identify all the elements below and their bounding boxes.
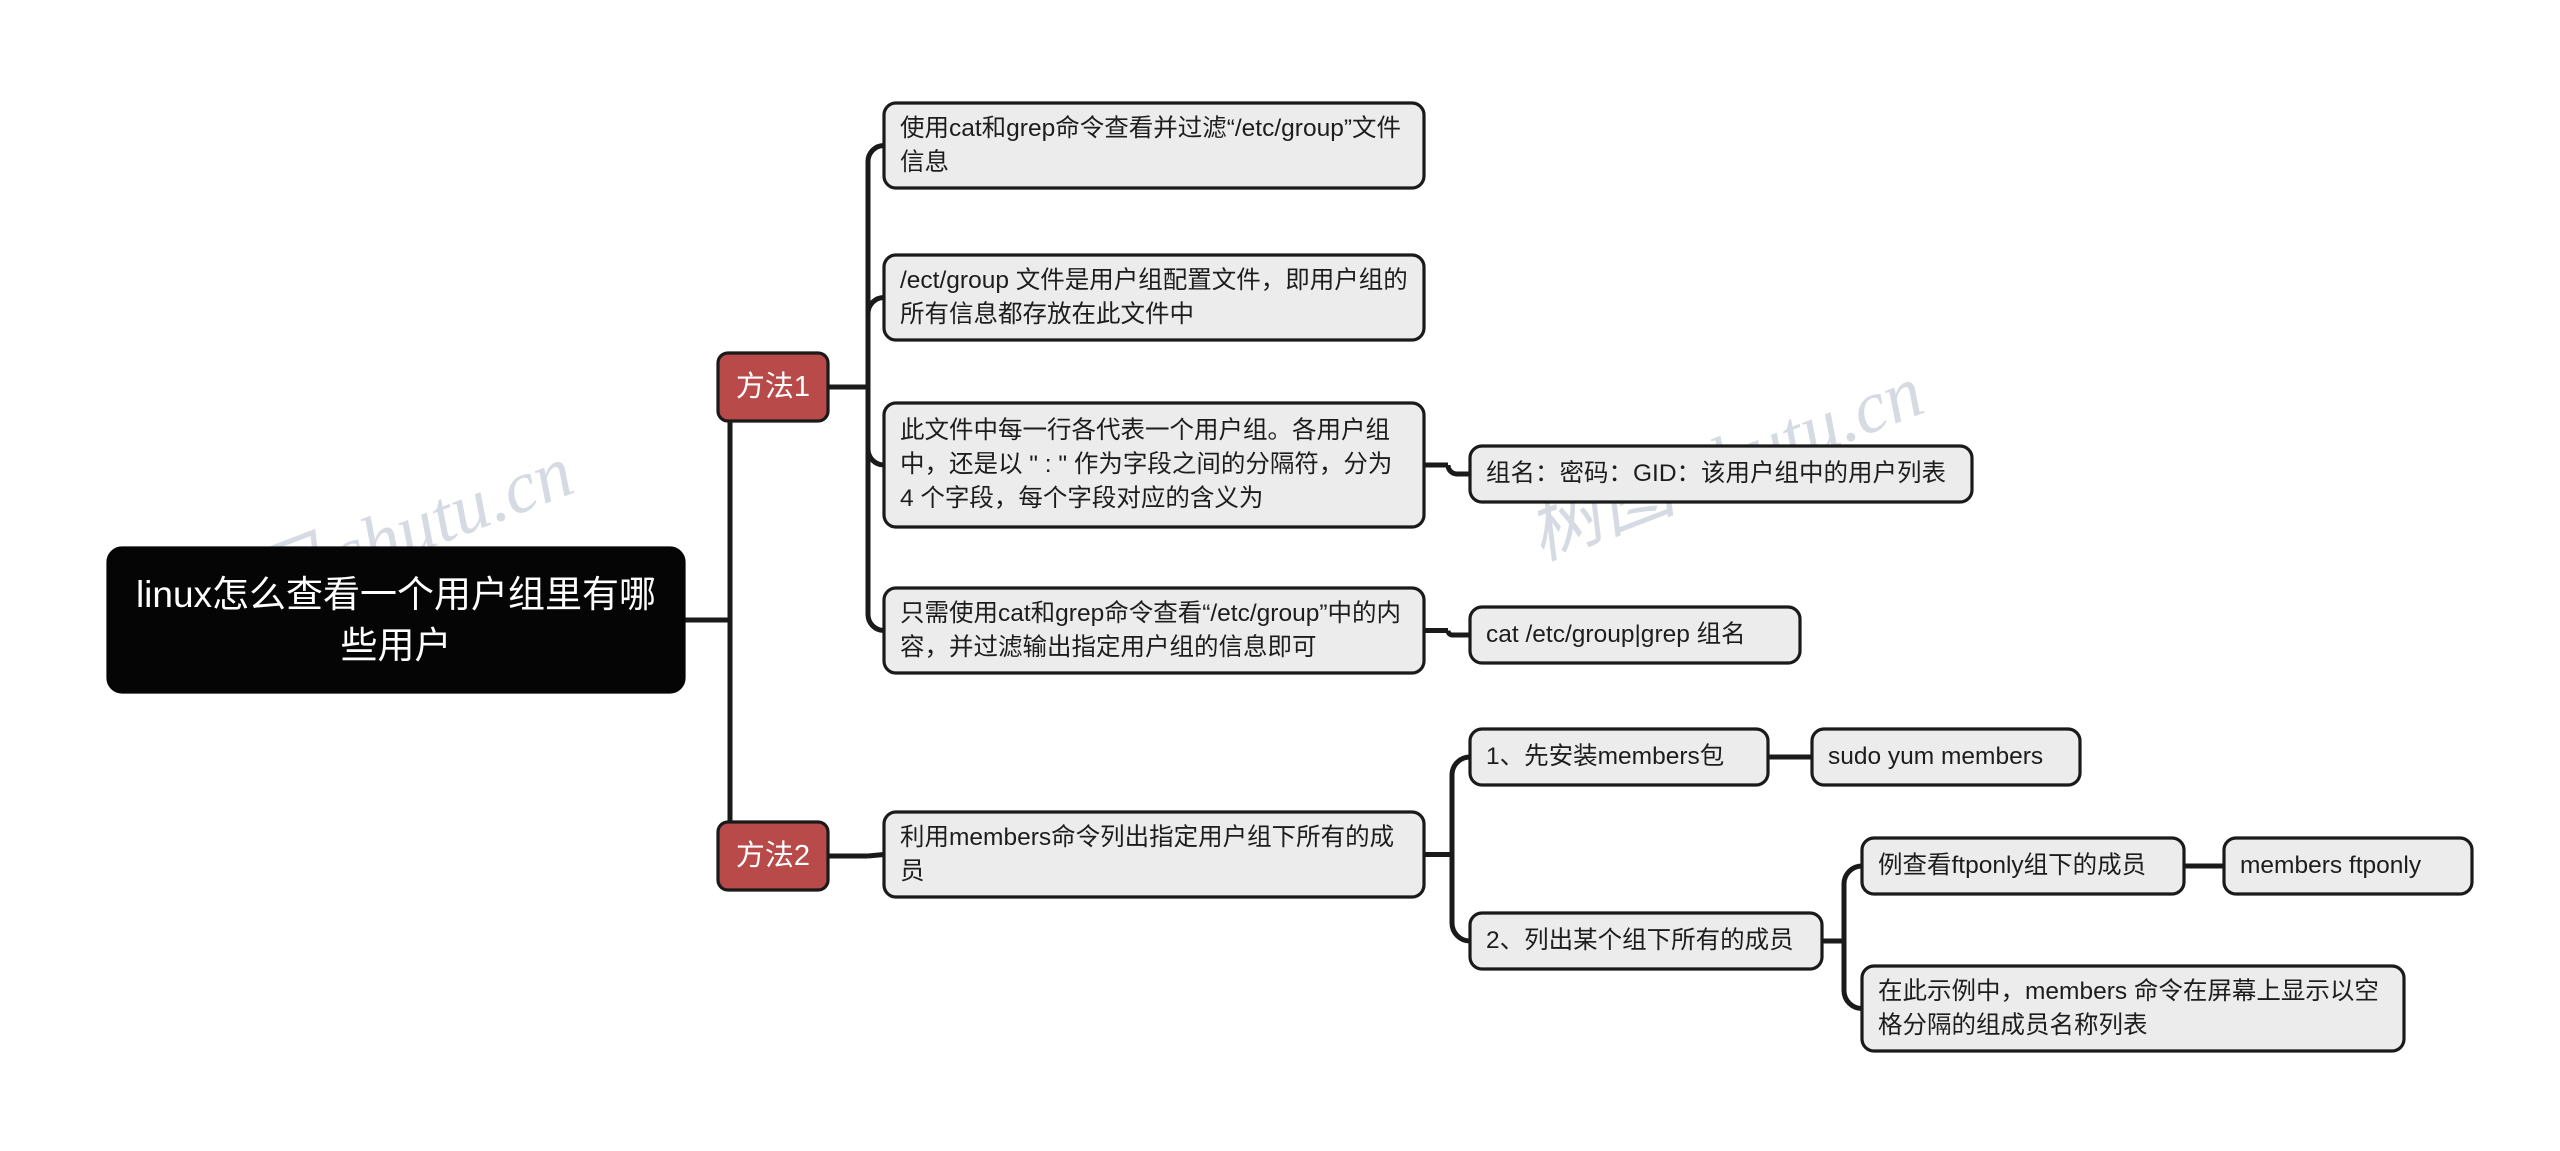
node-box-method-2[interactable] [716,820,830,892]
node-text-wrap-topic-m2-1-2: 2、列出某个组下所有的成员 [1486,927,1794,955]
node-text-wrap-method-2: 方法2 [735,839,811,872]
node-label-method-1: 方法1 [735,370,811,403]
node-topic-m2-1-1[interactable]: 1、先安装members包 [1468,727,1770,787]
node-text-wrap-topic-m2-1: 利用members命令列出指定用户组下所有的成员 [900,823,1395,885]
node-topic-m1-2[interactable]: /ect/group 文件是用户组配置文件，即用户组的所有信息都存放在此文件中 [882,253,1426,342]
node-box-topic-m1-2[interactable] [882,253,1426,342]
node-label-topic-m2-1-1-1: sudo yum members [1828,743,2044,771]
node-box-root[interactable] [106,546,686,694]
node-label-topic-m2-1-2: 2、列出某个组下所有的成员 [1486,927,1794,955]
node-box-topic-m2-1-1-1[interactable] [1810,727,2082,787]
edge-t3-child [1424,462,1470,477]
node-box-topic-m2-1-2-1[interactable] [1860,836,2186,896]
node-box-topic-m1-4-1[interactable] [1468,605,1802,665]
node-topic-m1-3-1[interactable]: 组名：密码：GID：该用户组中的用户列表 [1468,444,1974,504]
edge-m2t12-spine [1822,863,1863,1011]
edge-t4-child [1424,628,1470,638]
node-text-wrap-topic-m2-1-2-1: 例查看ftponly组下的成员 [1878,852,2147,880]
node-topic-m1-3[interactable]: 此文件中每一行各代表一个用户组。各用户组中，还是以 " : " 作为字段之间的分… [882,401,1426,529]
node-text-wrap-topic-m2-1-2-1-1: members ftponly [2240,852,2422,880]
edge-m1-spine [828,143,885,633]
node-text-wrap-topic-m2-1-1: 1、先安装members包 [1486,743,1725,771]
node-label-topic-m1-3: 此文件中每一行各代表一个用户组。各用户组中，还是以 " : " 作为字段之间的分… [900,417,1400,512]
node-topic-m2-1-2-1-1[interactable]: members ftponly [2222,836,2474,896]
node-topic-m2-1[interactable]: 利用members命令列出指定用户组下所有的成员 [882,810,1426,899]
connector-method-1-to-topic-m1-2 [865,295,885,387]
node-label-topic-m2-1-2-1-1: members ftponly [2240,852,2422,880]
node-box-topic-m2-1[interactable] [882,810,1426,899]
connector-method-1-to-topic-m1-1 [865,143,885,387]
node-box-topic-m1-3-1[interactable] [1468,444,1974,504]
connector-topic-m2-1-to-topic-m2-1-2 [1449,854,1471,944]
node-topic-m2-1-1-1[interactable]: sudo yum members [1810,727,2082,787]
connector-topic-m2-1-2-to-topic-m2-1-2-1 [1841,863,1863,941]
node-box-topic-m2-1-2[interactable] [1468,911,1824,971]
connector-topic-m2-1-2-to-topic-m2-1-2-2 [1841,941,1863,1011]
node-box-topic-m2-1-2-2[interactable] [1860,964,2406,1053]
node-label-topic-m1-3-1: 组名：密码：GID：该用户组中的用户列表 [1486,460,1947,488]
node-text-wrap-root: linux怎么查看一个用户组里有哪些用户 [135,573,657,666]
node-topic-m1-4-1[interactable]: cat /etc/group|grep 组名 [1468,605,1802,665]
node-topic-m2-1-2[interactable]: 2、列出某个组下所有的成员 [1468,911,1824,971]
node-label-topic-m2-1: 利用members命令列出指定用户组下所有的成员 [900,823,1395,885]
node-topic-m2-1-2-2[interactable]: 在此示例中，members 命令在屏幕上显示以空格分隔的组成员名称列表 [1860,964,2406,1053]
connector-topic-m1-4-to-topic-m1-4-1 [1445,630,1470,638]
node-label-topic-m1-2: /ect/group 文件是用户组配置文件，即用户组的所有信息都存放在此文件中 [900,266,1408,328]
node-label-topic-m1-1: 使用cat和grep命令查看并过滤“/etc/group”文件信息 [900,114,1401,176]
node-topic-m1-4[interactable]: 只需使用cat和grep命令查看“/etc/group”中的内容，并过滤输出指定… [882,586,1426,675]
node-box-topic-m1-4[interactable] [882,586,1426,675]
node-topic-m1-1[interactable]: 使用cat和grep命令查看并过滤“/etc/group”文件信息 [882,101,1426,190]
node-label-topic-m2-1-2-1: 例查看ftponly组下的成员 [1878,852,2147,880]
node-method-1[interactable]: 方法1 [716,351,830,423]
node-box-topic-m2-1-1[interactable] [1468,727,1770,787]
node-box-topic-m2-1-2-1-1[interactable] [2222,836,2474,896]
node-text-wrap-topic-m2-1-1-1: sudo yum members [1828,743,2044,771]
node-box-method-1[interactable] [716,351,830,423]
edge-m2t1-spine [1424,754,1471,944]
node-text-wrap-topic-m1-4: 只需使用cat和grep命令查看“/etc/group”中的内容，并过滤输出指定… [900,599,1401,661]
node-text-wrap-topic-m1-4-1: cat /etc/group|grep 组名 [1486,621,1746,649]
node-label-topic-m2-1-1: 1、先安装members包 [1486,743,1725,771]
node-topic-m2-1-2-1[interactable]: 例查看ftponly组下的成员 [1860,836,2186,896]
node-label-topic-m1-4-1: cat /etc/group|grep 组名 [1486,621,1746,649]
connector-method-1-to-topic-m1-4 [865,387,885,633]
node-label-root: linux怎么查看一个用户组里有哪些用户 [135,573,657,666]
node-text-wrap-topic-m1-3-1: 组名：密码：GID：该用户组中的用户列表 [1486,460,1947,488]
node-box-topic-m1-3[interactable] [882,401,1426,529]
node-text-wrap-topic-m2-1-2-2: 在此示例中，members 命令在屏幕上显示以空格分隔的组成员名称列表 [1878,977,2379,1039]
node-method-2[interactable]: 方法2 [716,820,830,892]
edge-m2-spine [828,852,885,859]
node-text-wrap-topic-m1-1: 使用cat和grep命令查看并过滤“/etc/group”文件信息 [900,114,1401,176]
node-text-wrap-method-1: 方法1 [735,370,811,403]
node-text-wrap-topic-m1-3: 此文件中每一行各代表一个用户组。各用户组中，还是以 " : " 作为字段之间的分… [900,417,1400,512]
node-root[interactable]: linux怎么查看一个用户组里有哪些用户 [106,546,686,694]
connector-topic-m1-3-to-topic-m1-3-1 [1445,464,1470,477]
node-label-topic-m2-1-2-2: 在此示例中，members 命令在屏幕上显示以空格分隔的组成员名称列表 [1878,977,2379,1039]
connector-method-2-to-topic-m2-1 [867,852,885,859]
node-label-topic-m1-4: 只需使用cat和grep命令查看“/etc/group”中的内容，并过滤输出指定… [900,599,1401,661]
node-text-wrap-topic-m1-2: /ect/group 文件是用户组配置文件，即用户组的所有信息都存放在此文件中 [900,266,1408,328]
node-label-method-2: 方法2 [735,839,811,872]
node-box-topic-m1-1[interactable] [882,101,1426,190]
connector-topic-m2-1-to-topic-m2-1-1 [1449,754,1471,855]
